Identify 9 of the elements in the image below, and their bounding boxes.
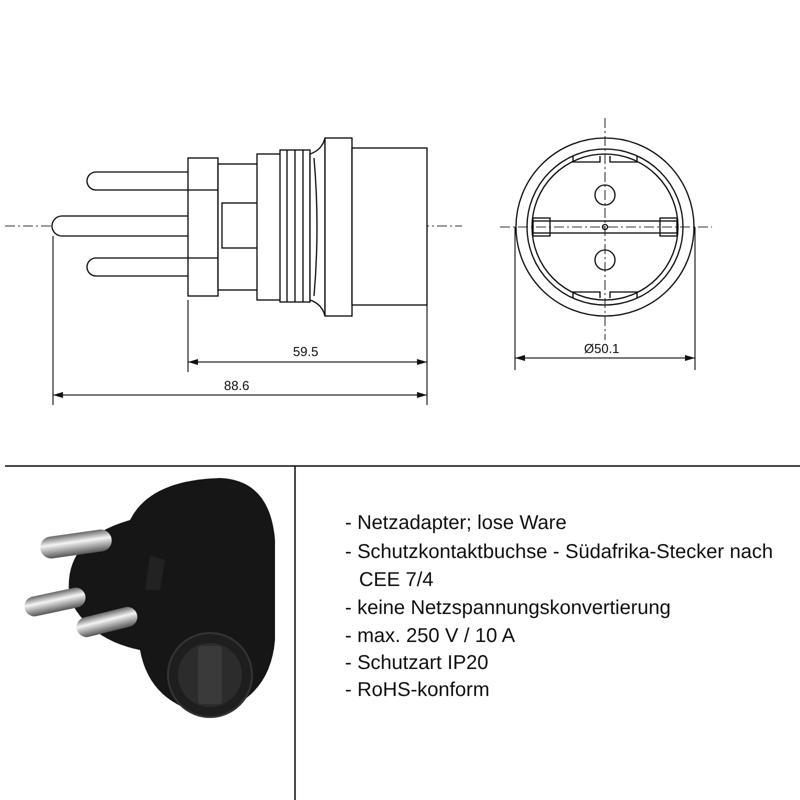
dimension-value: 88.6 [224, 378, 250, 393]
spec-item: - max. 250 V / 10 A [345, 624, 516, 649]
spec-item: - Netzadapter; lose Ware [345, 511, 567, 536]
spec-item: - Schutzart IP20 [345, 651, 488, 676]
spec-item: - keine Netzspannungskonvertierung [345, 596, 671, 621]
spec-item: - Schutzkontaktbuchse - Südafrika-Stecker nach CEE 7/4 [345, 540, 774, 593]
spec-item: - RoHS-konform [345, 678, 490, 703]
dimension-value: Ø50.1 [584, 341, 620, 356]
dimension-value: 59.5 [293, 344, 318, 359]
